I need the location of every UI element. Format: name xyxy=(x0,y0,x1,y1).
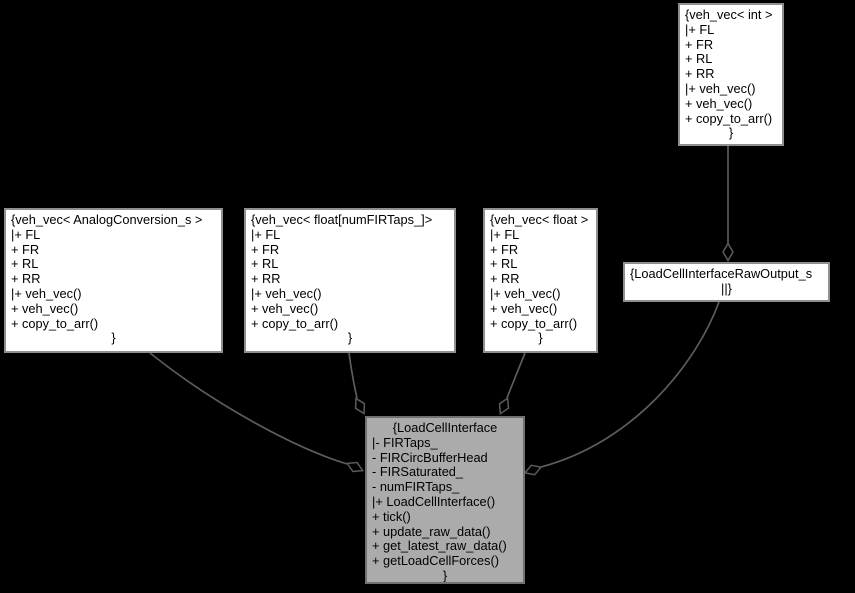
node-text-line: } xyxy=(538,330,543,346)
node-text-line: + RL xyxy=(11,256,39,272)
aggregation-diamond-icon xyxy=(345,461,365,473)
node-text-line: + FR xyxy=(490,241,519,257)
node-text-line: {LoadCellInterface xyxy=(392,420,498,435)
class-node-load-cell-interface-raw-output[interactable]: {LoadCellInterfaceRawOutput_s||} xyxy=(623,262,830,302)
node-text-line: {LoadCellInterfaceRawOutput_s xyxy=(630,266,813,281)
edge-rawoutput-to-loadcell xyxy=(540,301,720,468)
node-text-line: |+ FL xyxy=(11,226,41,242)
node-text-line: {veh_vec< float[numFIRTaps_]> xyxy=(251,212,433,227)
node-text-line: + tick() xyxy=(372,508,411,524)
node-text-line: } xyxy=(111,330,116,346)
node-text-line: + RL xyxy=(490,256,518,272)
node-text-line: + FR xyxy=(251,241,280,257)
class-node-veh-vec-float-array[interactable]: {veh_vec< float[numFIRTaps_]>|+ FL+ FR+ … xyxy=(244,208,456,353)
node-text-line: + veh_vec() xyxy=(251,300,319,316)
node-text-line: } xyxy=(347,330,353,346)
node-text-line: + copy_to_arr() xyxy=(685,110,773,126)
node-text-line: + get_latest_raw_data() xyxy=(372,538,507,554)
node-text-line: - numFIRTaps_ xyxy=(372,479,460,495)
node-text-line: + veh_vec() xyxy=(490,300,558,316)
node-text-line: |+ veh_vec() xyxy=(251,285,322,301)
node-text-line: + RR xyxy=(11,271,41,287)
aggregation-diamond-icon xyxy=(498,396,510,416)
aggregation-diamond-icon xyxy=(722,242,734,262)
node-text-line: } xyxy=(728,125,734,141)
node-text-line: + FR xyxy=(685,36,714,52)
class-node-veh-vec-float[interactable]: {veh_vec< float >|+ FL+ FR+ RL+ RR|+ veh… xyxy=(483,208,598,353)
node-text-line: {veh_vec< AnalogConversion_s > xyxy=(11,212,203,227)
edge-floatarray-to-loadcell xyxy=(348,352,358,399)
node-text-line: {veh_vec< float > xyxy=(490,212,589,227)
node-text-line: |+ FL xyxy=(251,226,281,242)
node-text-line: - FIRSaturated_ xyxy=(372,464,464,480)
node-text-line: + copy_to_arr() xyxy=(11,315,99,331)
node-text-line: + copy_to_arr() xyxy=(251,315,339,331)
node-text-line: + getLoadCellForces() xyxy=(372,553,499,569)
node-text-line: + RR xyxy=(490,271,520,287)
edge-float-to-loadcell xyxy=(506,352,526,399)
class-node-load-cell-interface[interactable]: {LoadCellInterface|- FIRTaps_- FIRCircBu… xyxy=(365,416,525,584)
edge-analog-to-loadcell xyxy=(149,352,348,465)
class-node-veh-vec-int[interactable]: {veh_vec< int >|+ FL+ FR+ RL+ RR|+ veh_v… xyxy=(678,3,784,146)
node-text-line: + copy_to_arr() xyxy=(490,315,578,331)
node-text-line: ||} xyxy=(721,280,732,296)
node-text-line: |+ FL xyxy=(490,226,520,242)
node-text-line: + RR xyxy=(685,66,715,82)
aggregation-diamond-icon xyxy=(523,464,543,476)
node-text-line: + veh_vec() xyxy=(685,95,753,111)
node-text-line: + RL xyxy=(251,256,279,272)
node-text-line: } xyxy=(442,567,448,583)
node-text-line: |+ FL xyxy=(685,21,715,37)
node-text-line: - FIRCircBufferHead xyxy=(372,449,488,465)
node-text-line: + RR xyxy=(251,271,281,287)
class-node-veh-vec-analog-conversion[interactable]: {veh_vec< AnalogConversion_s >|+ FL+ FR+… xyxy=(4,208,223,353)
node-text-line: + FR xyxy=(11,241,40,257)
node-text-line: + RL xyxy=(685,51,713,67)
node-text-line: |+ veh_vec() xyxy=(685,80,756,96)
node-text-line: |- FIRTaps_ xyxy=(372,434,438,450)
node-text-line: {veh_vec< int > xyxy=(685,7,773,22)
node-text-line: + update_raw_data() xyxy=(372,523,491,539)
node-text-line: |+ LoadCellInterface() xyxy=(372,493,496,509)
node-text-line: |+ veh_vec() xyxy=(490,285,561,301)
aggregation-diamond-icon xyxy=(354,397,366,415)
node-text-line: |+ veh_vec() xyxy=(11,285,82,301)
node-text-line: + veh_vec() xyxy=(11,300,79,316)
